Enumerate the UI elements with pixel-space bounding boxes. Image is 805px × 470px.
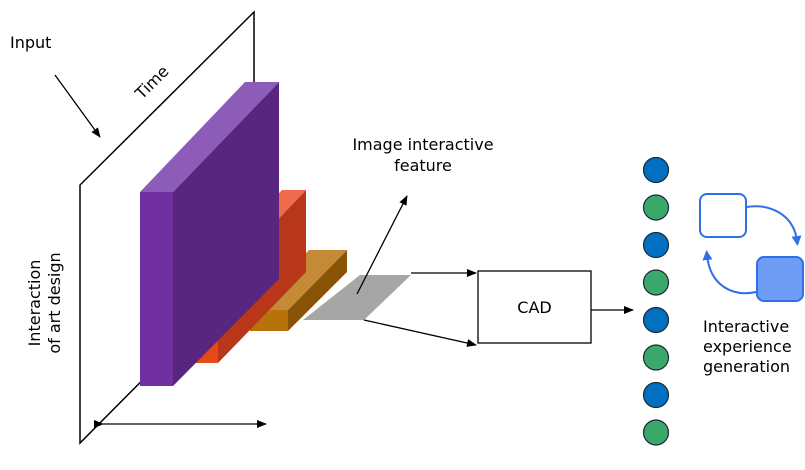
time-label: Time <box>131 62 173 104</box>
feature-plane <box>303 275 411 320</box>
cad-box <box>477 270 592 344</box>
output-label-line3: generation <box>703 357 790 376</box>
output-node-blue <box>642 381 670 409</box>
y-axis-label-line2: of art design <box>45 252 64 353</box>
interactive-cycle-icon <box>699 193 804 302</box>
input-label: Input <box>10 33 51 52</box>
cad-label: CAD <box>517 298 551 317</box>
feature-label-line1: Image interactive <box>352 135 493 154</box>
output-node-green <box>642 419 670 446</box>
output-label-line1: Interactive <box>703 317 789 336</box>
output-node-blue <box>642 156 670 184</box>
feature-label-line2: feature <box>394 156 452 175</box>
plane-to-cad-arrow-bottom <box>363 319 477 347</box>
input-arrow <box>54 74 101 138</box>
output-node-green <box>642 194 670 221</box>
purple-feature-block <box>140 82 279 386</box>
feature-pointer-arrow <box>356 195 408 295</box>
output-node-blue <box>642 231 670 259</box>
output-node-green <box>642 269 670 296</box>
output-node-green <box>642 344 670 371</box>
output-node-blue <box>642 306 670 334</box>
y-axis-label-line1: Interaction <box>25 260 44 347</box>
output-label-line2: experience <box>703 337 792 356</box>
output-node-column <box>642 156 670 446</box>
